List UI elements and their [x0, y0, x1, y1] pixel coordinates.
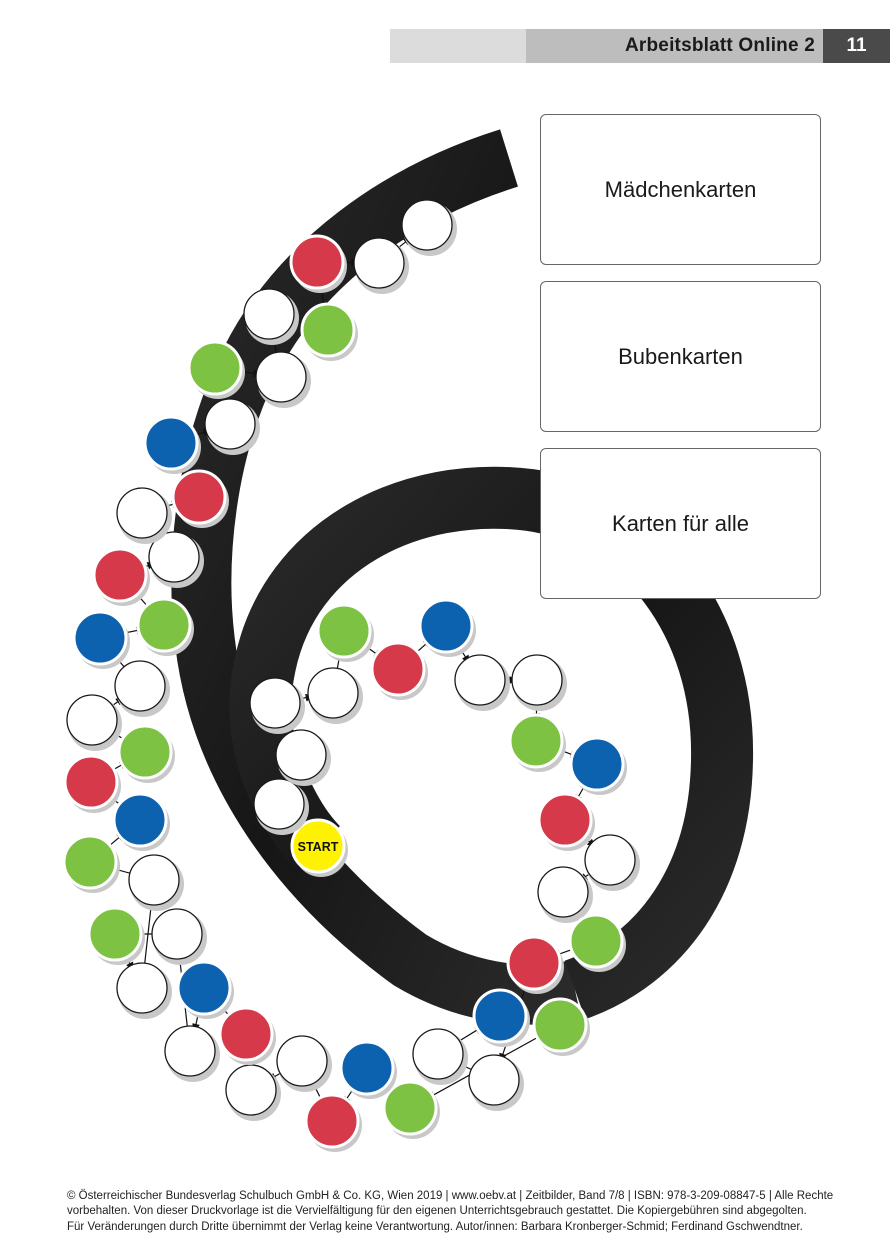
board-field-green[interactable]: [62, 834, 120, 893]
worksheet-title: Arbeitsblatt Online 2: [624, 35, 815, 56]
board-field-white[interactable]: [148, 531, 204, 588]
game-board: START: [62, 129, 754, 1152]
board-field-white[interactable]: [225, 1064, 281, 1121]
header-bar-mid-segment: [526, 29, 823, 63]
card-stack-girls[interactable]: Mädchenkarten: [540, 114, 821, 265]
board-field-green[interactable]: [532, 997, 590, 1056]
board-field-red[interactable]: [537, 792, 595, 851]
card-stack-boys[interactable]: Bubenkarten: [540, 281, 821, 432]
board-field-white[interactable]: [454, 654, 510, 711]
footer-line-1: © Österreichischer Bundesverlag Schulbuc…: [67, 1190, 834, 1202]
header-bar: Arbeitsblatt Online 2 11: [0, 29, 890, 63]
board-field-white[interactable]: [249, 677, 305, 734]
board-field-white[interactable]: [255, 351, 311, 408]
board-field-blue[interactable]: [569, 736, 627, 795]
board-field-red[interactable]: [218, 1006, 276, 1065]
board-field-white[interactable]: [537, 866, 593, 923]
board-field-white[interactable]: [128, 854, 184, 911]
start-label: START: [298, 840, 339, 854]
board-field-white[interactable]: [116, 487, 172, 544]
card-stack-girls-label: Mädchenkarten: [604, 176, 757, 202]
card-stack-all-label: Karten für alle: [612, 510, 749, 536]
board-field-red[interactable]: [370, 641, 428, 700]
board-field-white[interactable]: [401, 199, 457, 256]
board-field-green[interactable]: [508, 713, 566, 772]
move-arrow: [143, 897, 155, 973]
board-field-blue[interactable]: [112, 792, 170, 851]
board-field-white[interactable]: [164, 1025, 220, 1082]
board-field-red[interactable]: [63, 754, 121, 813]
card-stack-all[interactable]: Karten für alle: [540, 448, 821, 599]
board-field-white[interactable]: [243, 288, 299, 345]
board-field-white[interactable]: [116, 962, 172, 1019]
spiral-track-loop: [229, 466, 754, 1020]
footer-line-3: Für Veränderungen durch Dritte übernimmt…: [67, 1220, 803, 1233]
board-field-white[interactable]: [307, 667, 363, 724]
board-field-blue[interactable]: [418, 598, 476, 657]
page-number: 11: [823, 29, 890, 63]
board-field-red[interactable]: [171, 469, 229, 528]
board-field-white[interactable]: [114, 660, 170, 717]
board-field-white[interactable]: [253, 778, 309, 835]
board-field-white[interactable]: [468, 1054, 524, 1111]
board-field-white[interactable]: [584, 834, 640, 891]
board-field-green[interactable]: [568, 913, 626, 972]
board-field-green[interactable]: [117, 724, 175, 783]
board-field-green[interactable]: [136, 597, 194, 656]
board-field-blue[interactable]: [339, 1040, 397, 1099]
board-field-blue[interactable]: [72, 610, 130, 669]
board-field-red[interactable]: [289, 234, 347, 293]
board-field-white[interactable]: [353, 237, 409, 294]
board-field-green[interactable]: [187, 340, 245, 399]
board-field-green[interactable]: [316, 603, 374, 662]
board-field-red[interactable]: [92, 547, 150, 606]
board-field-blue[interactable]: [143, 415, 201, 474]
board-field-green[interactable]: [87, 906, 145, 965]
board-field-white[interactable]: [275, 729, 331, 786]
board-field-white[interactable]: [66, 694, 122, 751]
board-field-start[interactable]: START: [290, 818, 348, 877]
board-field-red[interactable]: [506, 935, 564, 994]
board-field-white[interactable]: [412, 1028, 468, 1085]
footer-line-2: vorbehalten. Von dieser Druckvorlage ist…: [67, 1205, 807, 1218]
board-field-red[interactable]: [304, 1093, 362, 1152]
board-field-white[interactable]: [276, 1035, 332, 1092]
board-fields: START: [62, 199, 640, 1152]
board-field-green[interactable]: [300, 302, 358, 361]
board-field-blue[interactable]: [176, 960, 234, 1019]
board-field-white[interactable]: [204, 398, 260, 455]
board-field-white[interactable]: [511, 654, 567, 711]
board-field-white[interactable]: [151, 908, 207, 965]
header-bar-light-segment: [390, 29, 526, 63]
card-stack-boys-label: Bubenkarten: [618, 343, 743, 369]
board-field-blue[interactable]: [472, 988, 530, 1047]
board-field-green[interactable]: [382, 1080, 440, 1139]
copyright-footer: © Österreichischer Bundesverlag Schulbuc…: [67, 1189, 837, 1235]
